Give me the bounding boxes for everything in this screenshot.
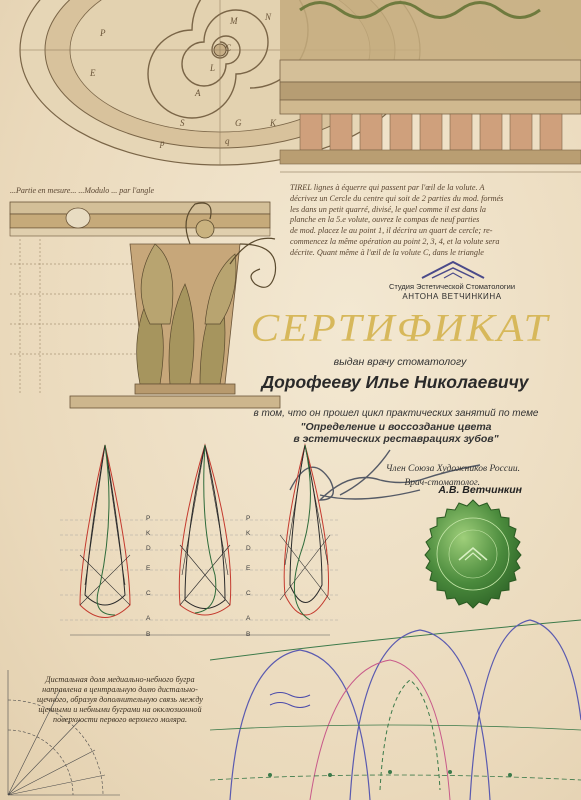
tooth-letter: A <box>146 615 151 622</box>
tooth-letter: K <box>146 530 151 537</box>
signatory-role: Врач-стоматолог. <box>404 478 481 488</box>
certificate-title: СЕРТИФИКАТ <box>250 307 550 350</box>
handwritten-signature <box>289 449 481 501</box>
course-intro: в том, что он прошел цикл практических з… <box>253 408 539 419</box>
engraving-letter: K <box>270 118 277 128</box>
volute-engraving <box>19 0 581 173</box>
tooth-letter: K <box>246 530 251 537</box>
engraving-letter: P <box>100 28 106 38</box>
tooth-letter: D <box>246 545 251 552</box>
course-title-line-1: "Определение и воссоздание цвета <box>300 421 492 433</box>
engraving-letter: E <box>90 68 96 78</box>
tooth-letter: D <box>146 545 151 552</box>
engraving-letter: C <box>225 43 232 53</box>
studio-line-2: АНТОНА ВЕТЧИНКИНА <box>402 292 502 301</box>
engraving-letter: M <box>230 16 238 26</box>
tooth-diagram-letters: P K D E C A B P K D E C A B <box>60 435 340 645</box>
geometry-construction <box>7 670 120 796</box>
studio-line-1: Студия Эстетической Стоматологии <box>388 282 516 291</box>
engraving-letter: p <box>160 138 165 148</box>
seal-icon <box>424 499 522 609</box>
capital-engraving <box>9 201 281 409</box>
engraving-letter: N <box>265 12 272 22</box>
engraving-letter: S <box>180 118 185 128</box>
tooth-letter: E <box>246 565 251 572</box>
tooth-letter: P <box>146 515 151 522</box>
studio-name: Студия Эстетической Стоматологии АНТОНА … <box>352 282 552 302</box>
engraving-letter: G <box>235 118 242 128</box>
tooth-letter: A <box>246 615 251 622</box>
tooth-letter: C <box>146 590 151 597</box>
course-title: "Определение и воссоздание цвета в эстет… <box>218 421 574 445</box>
issued-to-text: выдан врачу стоматологу <box>333 356 467 368</box>
anatomy-note: Дистальная доля медиально-небного бугра … <box>36 675 204 724</box>
engraving-letter: q <box>225 136 230 146</box>
tirel-paragraph: TIREL lignes à équerre qui passent par l… <box>290 183 504 257</box>
studio-logo-icon <box>421 260 485 279</box>
tooth-diagram <box>60 443 340 636</box>
engraving-letter: L <box>210 63 216 73</box>
tooth-letter: B <box>246 631 251 638</box>
capital-caption: ...Partie en mesure... ...Modulo ... par… <box>10 186 155 195</box>
course-title-line-2: в эстетических реставрациях зубов" <box>293 433 499 445</box>
signatory-membership: Член Союза Художников России. <box>385 464 520 474</box>
tooth-letter: E <box>146 565 151 572</box>
tooth-letter: B <box>146 631 151 638</box>
engraving-letter: A <box>195 88 201 98</box>
tooth-letter: C <box>246 590 251 597</box>
tooth-letter: P <box>246 515 251 522</box>
molar-diagram <box>210 619 581 800</box>
signatory-name: А.В. Ветчинкин <box>438 484 522 496</box>
recipient-name: Дорофееву Илье Николаевичу <box>261 372 529 392</box>
